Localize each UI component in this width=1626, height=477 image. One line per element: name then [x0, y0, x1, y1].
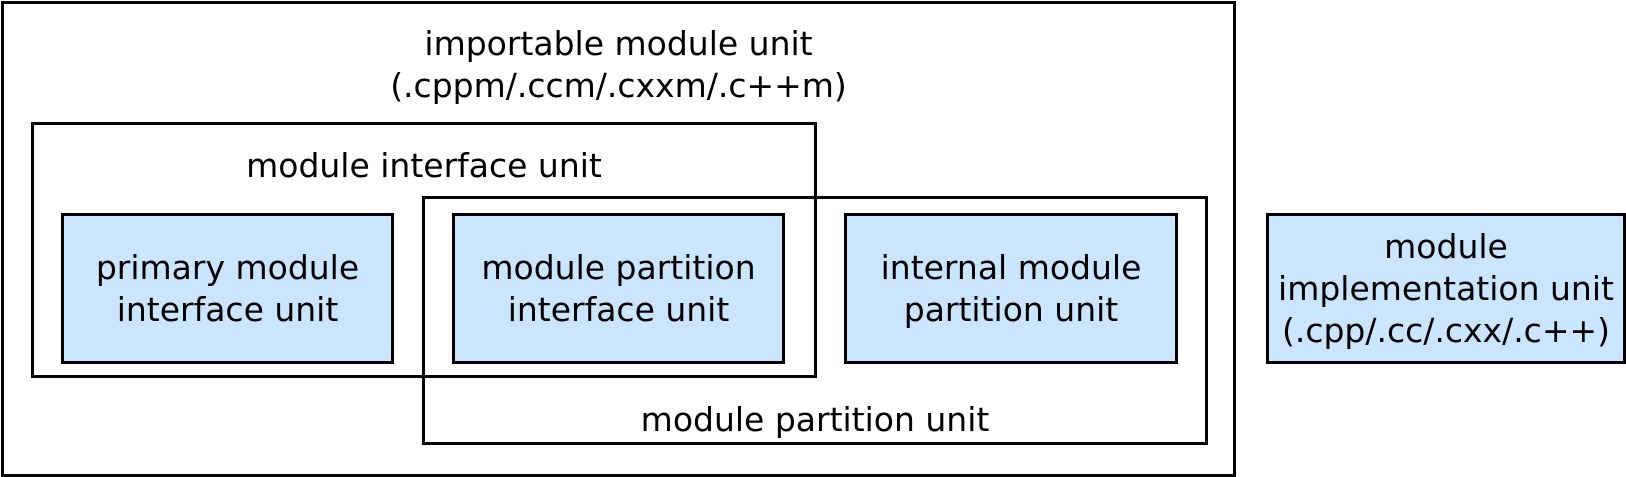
- module-partition-unit-title: module partition unit: [640, 400, 990, 439]
- module-partition-interface-unit-line2: interface unit: [507, 289, 730, 329]
- importable-module-unit-title: importable module unit: [424, 24, 813, 63]
- module-partition-interface-unit: module partition interface unit: [452, 213, 785, 364]
- importable-module-unit-frame: [1, 1, 1236, 477]
- importable-module-unit-extensions: (.cppm/.ccm/.cxxm/.c++m): [390, 66, 847, 105]
- module-implementation-unit: module implementation unit (.cpp/.cc/.cx…: [1266, 213, 1626, 364]
- primary-module-interface-unit-line2: interface unit: [116, 289, 339, 329]
- module-interface-unit-title: module interface unit: [246, 146, 602, 185]
- internal-module-partition-unit: internal module partition unit: [844, 213, 1178, 364]
- internal-module-partition-unit-line2: partition unit: [903, 289, 1119, 329]
- internal-module-partition-unit-line1: internal module: [880, 247, 1142, 287]
- module-implementation-unit-line3: (.cpp/.cc/.cxx/.c++): [1281, 310, 1611, 350]
- module-partition-interface-unit-line1: module partition: [481, 247, 756, 287]
- module-partition-unit-frame: [422, 196, 1208, 445]
- primary-module-interface-unit: primary module interface unit: [61, 213, 394, 364]
- primary-module-interface-unit-line1: primary module: [95, 247, 360, 287]
- module-implementation-unit-line2: implementation unit: [1278, 268, 1614, 308]
- module-implementation-unit-line1: module: [1384, 226, 1508, 266]
